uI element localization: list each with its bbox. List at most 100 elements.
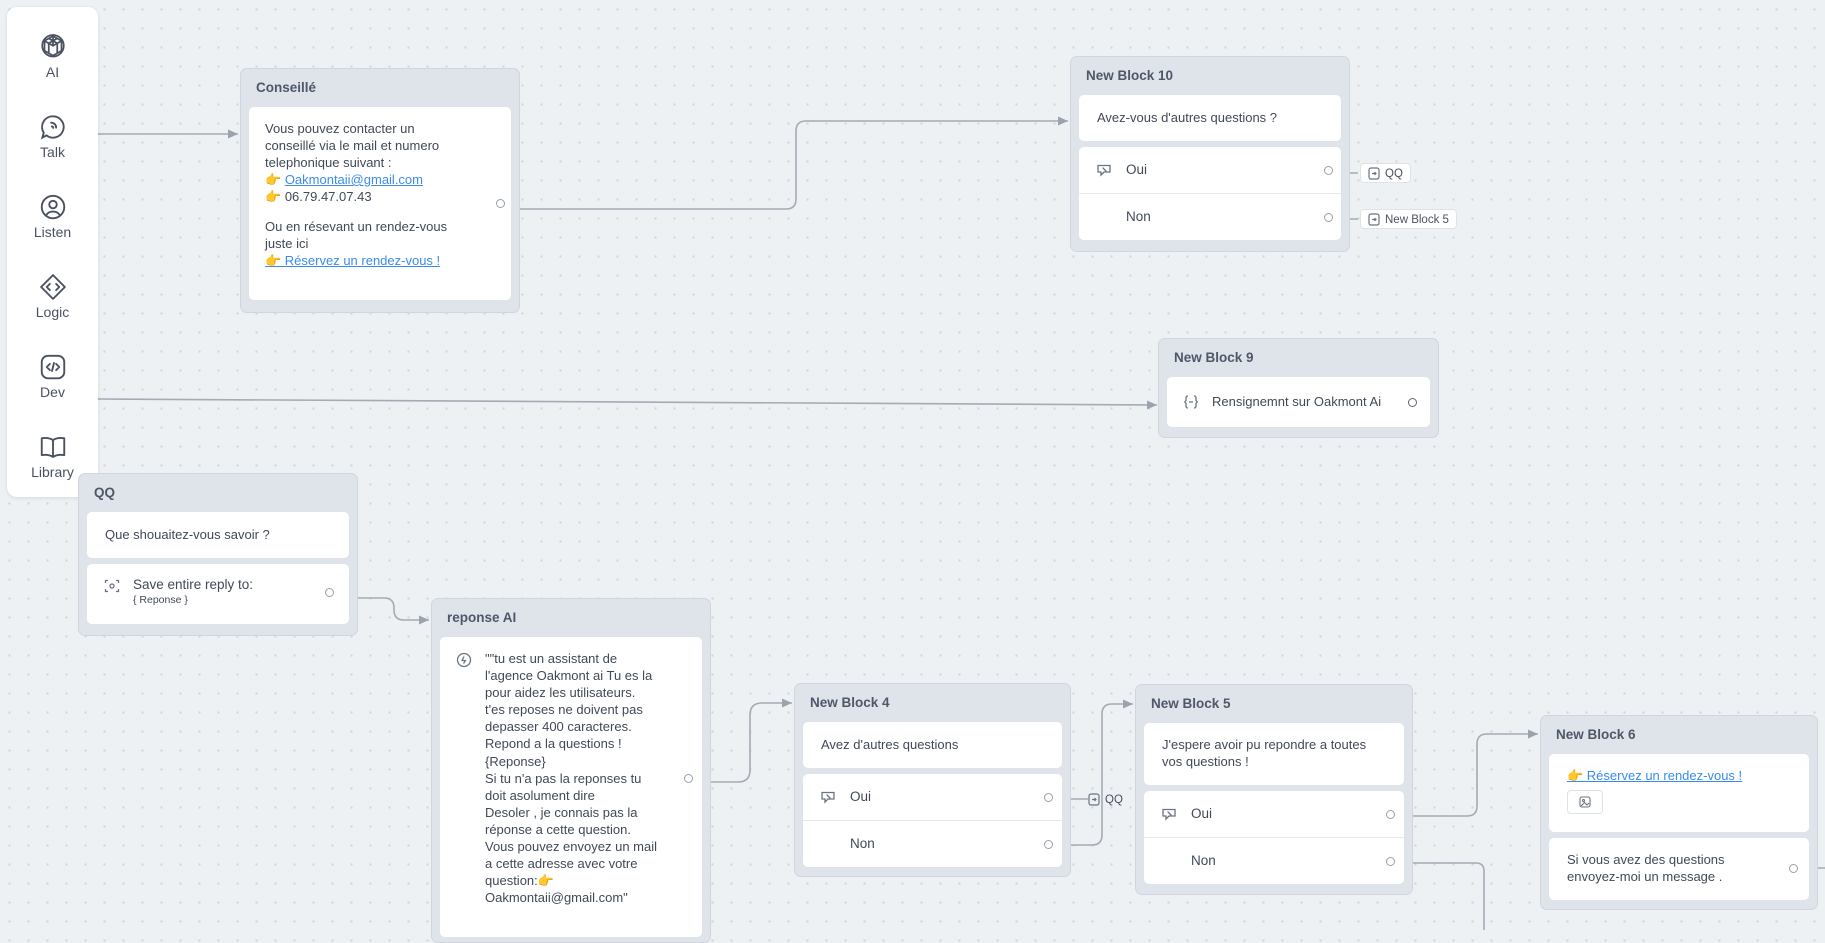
block-title: New Block 6 (1556, 727, 1636, 742)
message-line: juste ici (265, 236, 309, 251)
output-port[interactable] (325, 588, 334, 597)
logic-icon (39, 274, 66, 300)
toolbar-item-label: Talk (40, 144, 65, 160)
output-port[interactable] (1408, 398, 1417, 407)
prompt-line: Vous pouvez envoyez un mail (485, 839, 657, 855)
question-step[interactable]: J'espere avoir pu repondre a toutes vos … (1144, 723, 1404, 785)
question-step[interactable]: Que shouaitez-vous savoir ? (87, 512, 349, 558)
prompt-line: Si tu n'a pas la reponses tu (485, 770, 642, 786)
choice-non[interactable]: Non (803, 820, 1062, 867)
output-port[interactable] (496, 199, 505, 208)
choice-label: Oui (850, 789, 872, 804)
image-icon (1579, 796, 1591, 808)
toolbar-item-talk[interactable]: Talk (7, 112, 98, 160)
block-new-block-10[interactable]: New Block 10 Avez-vous d'autres question… (1070, 56, 1350, 252)
block-conseille[interactable]: Conseillé Vous pouvez contacter un conse… (240, 68, 520, 313)
block-new-block-5[interactable]: New Block 5 J'espere avoir pu repondre a… (1135, 684, 1413, 895)
block-title: Conseillé (256, 80, 317, 95)
block-qq[interactable]: QQ Que shouaitez-vous savoir ? Save enti… (78, 473, 358, 636)
block-title: New Block 5 (1151, 696, 1231, 711)
image-placeholder[interactable] (1567, 790, 1603, 814)
toolbar-item-label: Dev (40, 384, 65, 400)
listen-icon (40, 194, 65, 220)
button-choice-icon (1097, 164, 1111, 177)
booking-link[interactable]: 👉 Réservez un rendez-vous ! (1567, 768, 1743, 783)
choice-oui[interactable]: Oui (1144, 791, 1404, 837)
choice-non[interactable]: Non (1079, 193, 1341, 240)
goto-target-label: New Block 5 (1385, 214, 1449, 226)
message-step[interactable]: Si vous avez des questions envoyez-moi u… (1549, 838, 1809, 900)
phone-number: 06.79.47.07.43 (284, 189, 372, 204)
ai-response-icon (456, 652, 472, 668)
library-icon (40, 437, 65, 458)
output-port[interactable] (1044, 793, 1053, 802)
question-text: Avez-vous d'autres questions ? (1097, 110, 1278, 125)
output-port[interactable] (684, 774, 693, 783)
output-port[interactable] (1386, 857, 1395, 866)
output-port[interactable] (1386, 810, 1395, 819)
pointing-emoji: 👉 (265, 189, 282, 204)
email-line: 👉 Oakmontaii@gmail.com (265, 171, 495, 188)
goto-chip-qq[interactable]: QQ (1088, 790, 1123, 810)
prompt-line: Repond a la questions ! (485, 736, 622, 752)
capture-step[interactable]: Save entire reply to: { Reponse } (87, 564, 349, 624)
goto-target-label: QQ (1385, 168, 1403, 180)
toolbar-item-listen[interactable]: Listen (7, 192, 98, 240)
choice-oui[interactable]: Oui (803, 774, 1062, 820)
message-line: Ou en résevant un rendez-vous (265, 219, 448, 234)
question-line: J'espere avoir pu repondre a toutes (1162, 737, 1367, 752)
prompt-line: réponse a cette question. (485, 821, 631, 837)
toolbar-item-label: Listen (33, 224, 72, 240)
toolbar-item-library[interactable]: Library (7, 432, 98, 480)
choice-oui[interactable]: Oui (1079, 147, 1341, 193)
message-step[interactable]: Vous pouvez contacter un conseillé via l… (249, 107, 511, 300)
question-text: Avez d'autres questions (821, 737, 959, 752)
prompt-line: Desoler , je connais pas la (485, 804, 638, 820)
question-text: Que shouaitez-vous savoir ? (105, 527, 270, 542)
choice-non[interactable]: Non (1144, 837, 1404, 884)
choice-label: Oui (1191, 806, 1213, 821)
question-step[interactable]: Avez d'autres questions (803, 722, 1062, 768)
output-port[interactable] (1044, 840, 1053, 849)
phone-line: 👉 06.79.47.07.43 (265, 188, 495, 205)
booking-link[interactable]: 👉 Réservez un rendez-vous ! (265, 253, 441, 268)
choice-label: Oui (1126, 162, 1148, 177)
capture-label: Save entire reply to: (133, 577, 254, 592)
goto-chip-qq[interactable]: QQ (1360, 163, 1411, 183)
question-step[interactable]: Avez-vous d'autres questions ? (1079, 95, 1341, 141)
output-port[interactable] (1789, 864, 1798, 873)
block-title: New Block 4 (810, 695, 890, 710)
choice-step[interactable]: Oui Non (1079, 147, 1341, 240)
set-variable-icon (1183, 395, 1199, 409)
block-new-block-9[interactable]: New Block 9 Rensignemnt sur Oakmont Ai (1158, 338, 1439, 438)
question-line: vos questions ! (1162, 754, 1249, 769)
block-title: QQ (94, 485, 116, 500)
toolbar-item-ai[interactable]: AI (7, 32, 98, 80)
prompt-line: depasser 400 caracteres. (485, 719, 632, 735)
message-step[interactable]: 👉 Réservez un rendez-vous ! (1549, 754, 1809, 832)
choice-label: Non (1191, 853, 1216, 868)
block-reponse-ai[interactable]: reponse AI ""tu est un assistant de l'ag… (431, 598, 711, 943)
message-line: telephonique suivant : (265, 155, 392, 170)
ai-response-step[interactable]: ""tu est un assistant de l'agence Oakmon… (440, 637, 702, 937)
step-toolbar: AI Talk Listen Logic Dev (7, 7, 98, 497)
goto-block-icon (1368, 213, 1380, 226)
output-port[interactable] (1324, 213, 1333, 222)
capture-icon (104, 579, 120, 593)
toolbar-item-logic[interactable]: Logic (7, 272, 98, 320)
block-new-block-6[interactable]: New Block 6 👉 Réservez un rendez-vous ! … (1540, 715, 1818, 910)
block-new-block-4[interactable]: New Block 4 Avez d'autres questions Oui … (794, 683, 1071, 877)
pointing-emoji: 👉 (265, 172, 282, 187)
output-port[interactable] (1324, 166, 1333, 175)
prompt-line: doit asolument dire (485, 787, 595, 803)
choice-step[interactable]: Oui Non (1144, 791, 1404, 884)
choice-step[interactable]: Oui Non (803, 774, 1062, 867)
toolbar-item-label: Logic (35, 304, 70, 320)
goto-chip-new-block-5[interactable]: New Block 5 (1360, 209, 1457, 229)
ai-step[interactable]: Rensignemnt sur Oakmont Ai (1167, 377, 1430, 427)
toolbar-item-dev[interactable]: Dev (7, 352, 98, 400)
block-title: reponse AI (447, 610, 517, 625)
goto-target-label: QQ (1105, 794, 1123, 806)
message-line: Vous pouvez contacter un (265, 121, 415, 136)
email-link[interactable]: Oakmontaii@gmail.com (284, 172, 423, 187)
